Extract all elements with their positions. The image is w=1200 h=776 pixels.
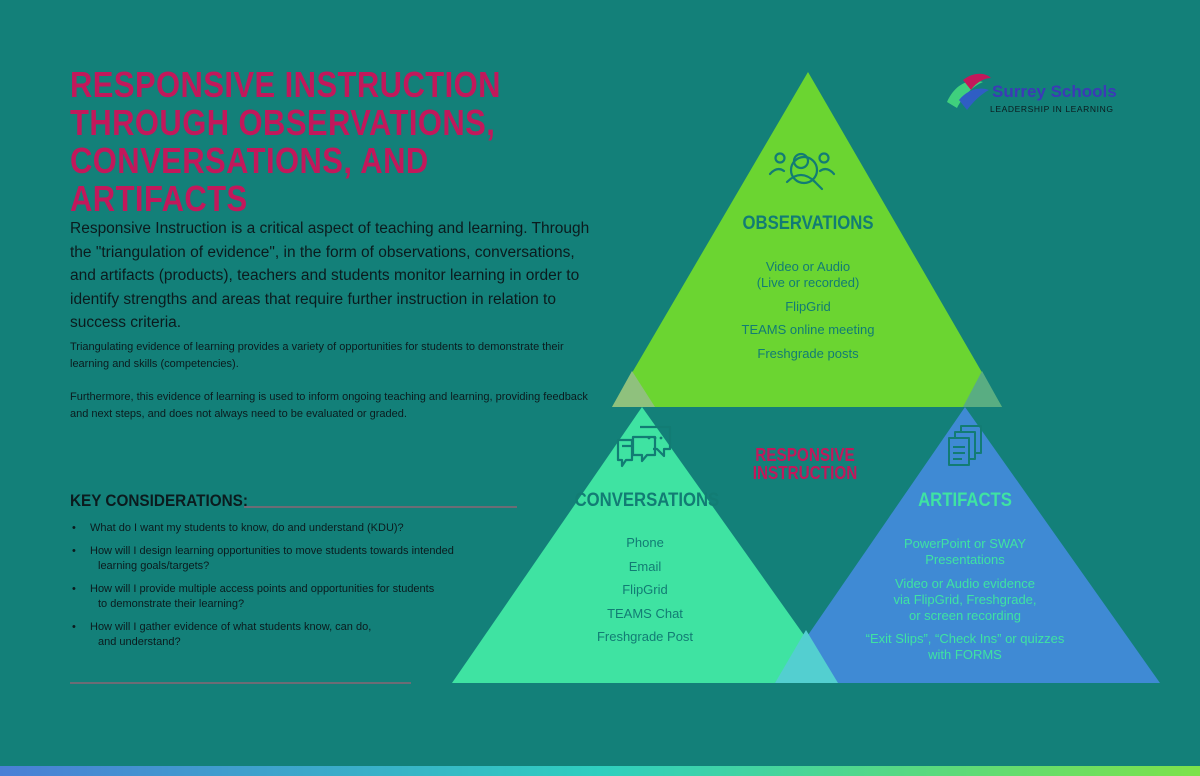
- consideration-item: • How will I provide multiple access poi…: [70, 582, 510, 612]
- consideration-item: • How will I gather evidence of what stu…: [70, 620, 510, 650]
- list-item: FlipGrid: [622, 582, 668, 597]
- conversations-label: CONVERSATIONS: [574, 490, 720, 511]
- logo-name: Surrey Schools: [992, 82, 1117, 101]
- observations-triangle: [612, 72, 1002, 407]
- key-considerations-heading: KEY CONSIDERATIONS:: [70, 491, 248, 510]
- bullet-icon: •: [72, 545, 76, 557]
- list-item: or screen recording: [909, 607, 1021, 623]
- heading-divider: [244, 506, 517, 508]
- list-item: via FlipGrid, Freshgrade,: [893, 591, 1037, 607]
- list-item: TEAMS Chat: [607, 605, 683, 621]
- list-item: PowerPoint or SWAY: [903, 536, 1027, 551]
- bullet-icon: •: [72, 522, 76, 534]
- consideration-line-cont: to demonstrate their learning?: [98, 598, 245, 610]
- title-line-3: CONVERSATIONS, AND ARTIFACTS: [70, 140, 429, 219]
- consideration-line: What do I want my students to know, do a…: [90, 522, 404, 534]
- list-item: TEAMS online meeting: [741, 322, 875, 337]
- responsive-instruction-label: RESPONSIVE INSTRUCTION: [750, 446, 861, 482]
- conversations-triangle: [452, 407, 838, 683]
- consideration-line-cont: and understand?: [98, 636, 181, 648]
- list-item: Freshgrade posts: [757, 345, 859, 361]
- page-title: RESPONSIVE INSTRUCTION THROUGH OBSERVATI…: [70, 66, 517, 218]
- consideration-line: How will I design learning opportunities…: [90, 545, 454, 557]
- bullet-icon: •: [72, 583, 76, 595]
- list-item: (Live or recorded): [756, 275, 860, 290]
- overlap-bottom: [775, 630, 838, 683]
- chat-bubbles-icon: [616, 425, 672, 468]
- list-item: FlipGrid: [785, 298, 831, 314]
- consideration-line-cont: learning goals/targets?: [98, 560, 210, 572]
- artifacts-label: ARTIFACTS: [918, 490, 1012, 511]
- list-item: Presentations: [925, 552, 1005, 567]
- surrey-schools-logo: [947, 73, 991, 110]
- logo-tagline: LEADERSHIP IN LEARNING: [990, 104, 1114, 114]
- title-line-2: THROUGH OBSERVATIONS,: [70, 102, 496, 143]
- list-item: Freshgrade Post: [596, 629, 694, 644]
- documents-icon: [948, 425, 982, 466]
- list-item: “Exit Slips”, “Check Ins” or quizzes: [865, 631, 1065, 646]
- title-line-1: RESPONSIVE INSTRUCTION: [70, 64, 501, 105]
- observations-label: OBSERVATIONS: [742, 213, 874, 234]
- key-considerations-list: • What do I want my students to know, do…: [70, 521, 510, 658]
- list-item: Phone: [626, 535, 664, 550]
- paragraph-triangulating: Triangulating evidence of learning provi…: [70, 341, 564, 370]
- consideration-item: • How will I design learning opportuniti…: [70, 544, 510, 574]
- overlap-right: [963, 371, 1002, 407]
- list-item: Email: [628, 558, 662, 574]
- list-item: with FORMS: [928, 647, 1002, 662]
- conversations-list: Phone Email FlipGrid TEAMS Chat Freshgra…: [570, 535, 720, 653]
- paragraph-furthermore: Furthermore, this evidence of learning i…: [70, 391, 588, 420]
- list-item: Video or Audio evidence: [895, 575, 1035, 591]
- footer-gradient-bar: [0, 766, 1200, 776]
- list-bottom-divider: [70, 682, 411, 684]
- artifacts-triangle: [775, 407, 1160, 683]
- center-label-line-1: RESPONSIVE: [755, 445, 855, 465]
- consideration-line: How will I provide multiple access point…: [90, 583, 435, 595]
- overlap-left: [612, 371, 655, 407]
- consideration-item: • What do I want my students to know, do…: [70, 521, 510, 536]
- group-magnifier-icon: [768, 152, 836, 191]
- center-label-line-2: INSTRUCTION: [752, 463, 858, 483]
- list-item: Video or Audio: [765, 259, 851, 274]
- intro-paragraph: Responsive Instruction is a critical asp…: [70, 220, 590, 331]
- observations-list: Video or Audio (Live or recorded) FlipGr…: [708, 259, 908, 369]
- bullet-icon: •: [72, 621, 76, 633]
- consideration-line: How will I gather evidence of what stude…: [90, 621, 372, 633]
- artifacts-list: PowerPoint or SWAY Presentations Video o…: [855, 536, 1075, 671]
